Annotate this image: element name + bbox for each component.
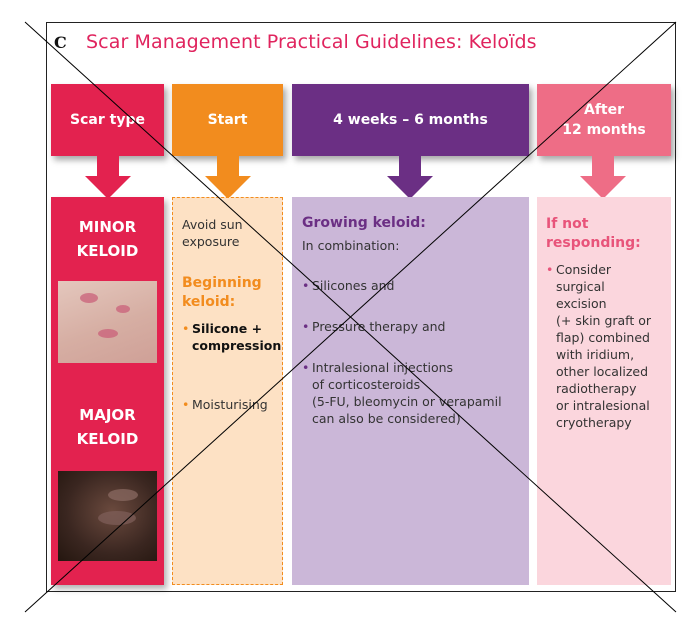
after-line-1: surgical [556, 279, 605, 294]
major-keloid-label: MAJOR KELOID [51, 403, 164, 451]
beginning-keloid-heading: Beginning keloid: [182, 274, 262, 312]
arrow-down-icon-weeks [387, 156, 433, 199]
start-bullet-moisturising: Moisturising [182, 396, 291, 413]
header-scar-type-label: Scar type [70, 112, 145, 128]
beginning-line2: keloid: [182, 294, 236, 310]
column-scar-type: MINOR KELOID MAJOR KELOID [51, 197, 164, 585]
beginning-line1: Beginning [182, 275, 262, 291]
minor-line1: MINOR [78, 218, 137, 236]
note-line1: (5-FU, bleomycin or verapamil [312, 394, 502, 409]
weeks-bullet-injections: Intralesional injections of corticostero… [302, 359, 539, 427]
arrow-down-icon-scar [85, 156, 131, 199]
arrow-down-icon-after [580, 156, 626, 199]
moisturising-text: Moisturising [192, 397, 268, 412]
weeks-bullet-silicones: Silicones and [302, 277, 539, 294]
after-line-3: (+ skin graft or [556, 313, 652, 328]
start-intro-line2: exposure [182, 234, 240, 249]
column-after: If not responding: Consider surgical exc… [537, 197, 671, 585]
after-line-6: other localized [556, 364, 649, 379]
panel-letter: C [54, 33, 67, 52]
injections-line2: of corticosteroids [312, 377, 421, 392]
note-line2: can also be considered) [312, 411, 461, 426]
after-line-4: flap) combined [556, 330, 650, 345]
start-bullet-silicone: Silicone + compression [182, 320, 291, 354]
header-after: After 12 months [537, 84, 671, 156]
growing-keloid-heading: Growing keloid: [302, 215, 426, 231]
silicone-line2: compression [192, 338, 282, 353]
column-start: Avoid sun exposure Beginning keloid: Sil… [172, 197, 283, 585]
minor-keloid-label: MINOR KELOID [51, 215, 164, 263]
weeks-bullet-pressure: Pressure therapy and [302, 318, 539, 335]
if-not-line1: If not [546, 216, 589, 232]
after-line-2: excision [556, 296, 607, 311]
header-scar-type: Scar type [51, 84, 164, 156]
injections-line1: Intralesional injections [312, 360, 454, 375]
silicones-text: Silicones and [312, 278, 395, 293]
header-weeks: 4 weeks – 6 months [292, 84, 529, 156]
start-intro-line1: Avoid sun [182, 217, 243, 232]
after-line-0: Consider [556, 262, 612, 277]
major-keloid-photo [58, 471, 157, 561]
arrow-down-icon-start [205, 156, 251, 199]
after-line-7: radiotherapy [556, 381, 637, 396]
header-weeks-label: 4 weeks – 6 months [333, 112, 488, 128]
pressure-text: Pressure therapy and [312, 319, 446, 334]
after-line-9: cryotherapy [556, 415, 632, 430]
after-bullet-surgery: Consider surgical excision (+ skin graft… [546, 261, 680, 431]
after-line-5: with iridium, [556, 347, 635, 362]
if-not-responding-heading: If not responding: [546, 215, 641, 253]
figure-title: Scar Management Practical Guidelines: Ke… [86, 31, 537, 53]
column-weeks: Growing keloid: In combination: Silicone… [292, 197, 529, 585]
after-line-8: or intralesional [556, 398, 650, 413]
silicone-line1: Silicone + [192, 321, 263, 336]
if-not-line2: responding: [546, 235, 641, 251]
header-after-line1: After [583, 102, 625, 118]
start-intro: Avoid sun exposure [182, 216, 243, 250]
major-line1: MAJOR [79, 406, 136, 424]
header-start-label: Start [207, 112, 248, 128]
minor-keloid-photo [58, 281, 157, 363]
in-combination-label: In combination: [302, 238, 400, 253]
header-after-line2: 12 months [562, 122, 646, 138]
minor-line2: KELOID [76, 242, 139, 260]
major-line2: KELOID [76, 430, 139, 448]
header-start: Start [172, 84, 283, 156]
